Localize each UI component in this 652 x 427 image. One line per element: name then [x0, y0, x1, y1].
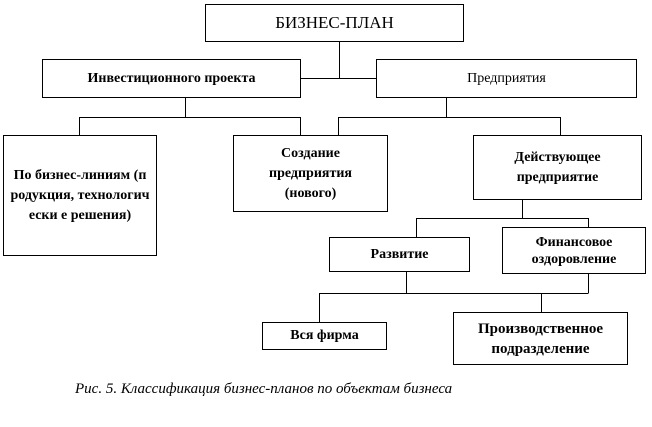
- new-enterprise-node: Создание предприятия (нового): [233, 135, 388, 212]
- development-node: Развитие: [329, 237, 470, 272]
- whole-firm-label: Вся фирма: [290, 328, 359, 343]
- production-unit-label: Производственное подразделение: [477, 320, 604, 357]
- investment-project-node: Инвестиционного проекта: [42, 59, 301, 98]
- business-lines-node: По бизнес-линиям (продукция, технологиче…: [3, 135, 157, 256]
- development-label: Развитие: [370, 246, 429, 262]
- whole-firm-node: Вся фирма: [262, 322, 387, 350]
- financial-recovery-label: Финансовое оздоровление: [531, 234, 617, 267]
- figure-caption: Рис. 5. Классификация бизнес-планов по о…: [75, 381, 453, 397]
- enterprise-label: Предприятия: [467, 70, 546, 86]
- business-lines-label: По бизнес-линиям (продукция, технологиче…: [10, 167, 150, 223]
- enterprise-node: Предприятия: [376, 59, 637, 98]
- investment-project-label: Инвестиционного проекта: [87, 70, 256, 86]
- root-label: БИЗНЕС-ПЛАН: [275, 13, 394, 32]
- root-node: БИЗНЕС-ПЛАН: [205, 4, 464, 42]
- financial-recovery-node: Финансовое оздоровление: [502, 227, 646, 274]
- operating-enterprise-label: Действующее предприятие: [514, 149, 601, 185]
- new-enterprise-label: Создание предприятия (нового): [269, 145, 352, 201]
- operating-enterprise-node: Действующее предприятие: [473, 135, 642, 200]
- production-unit-node: Производственное подразделение: [453, 312, 628, 365]
